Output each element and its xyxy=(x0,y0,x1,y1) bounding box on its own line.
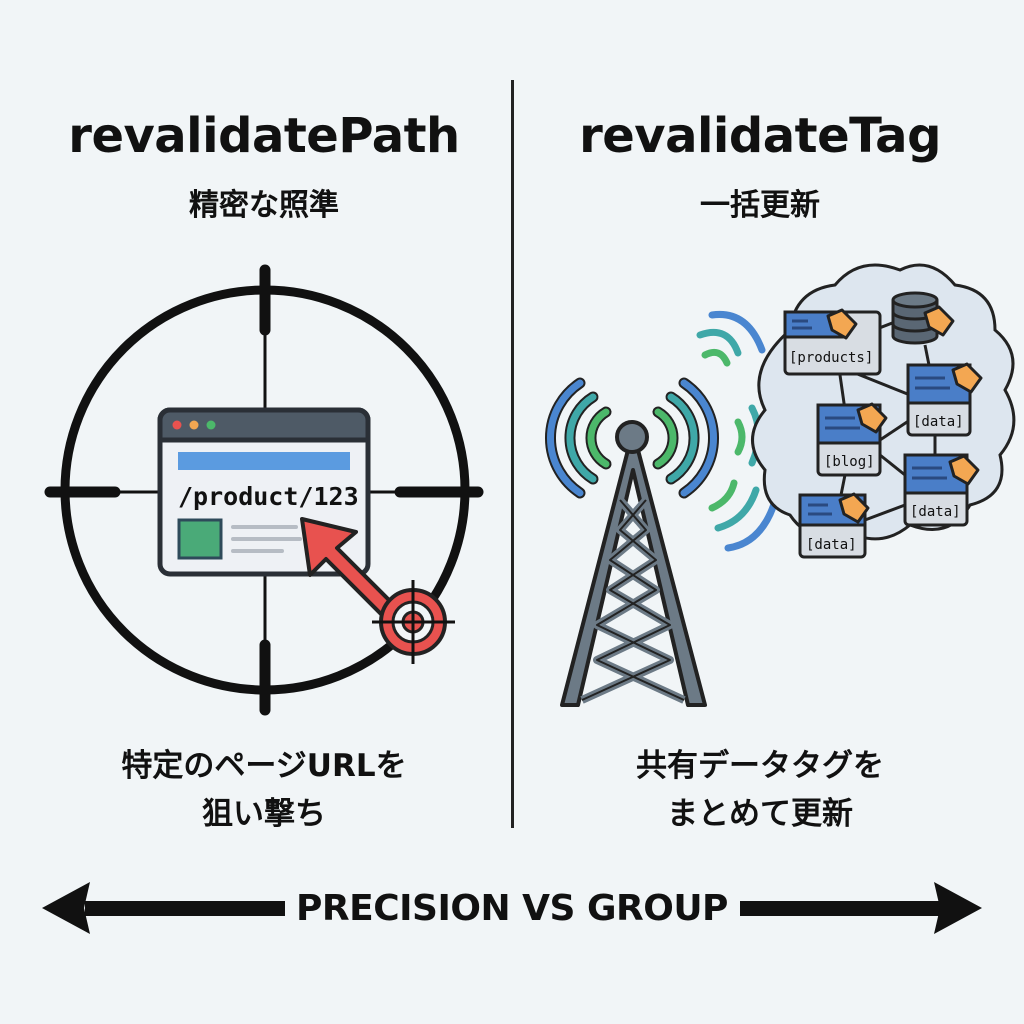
node-label-products: [products] xyxy=(789,350,873,366)
double-arrow-icon xyxy=(42,882,982,934)
right-caption-line1: 共有データタグを xyxy=(636,748,884,784)
left-subtitle: 精密な照準 xyxy=(189,188,339,223)
left-caption-line1: 特定のページURLを xyxy=(121,748,407,784)
node-label-blog: [blog] xyxy=(824,454,875,470)
left-caption: 特定のページURLを 狙い撃ち xyxy=(8,742,520,838)
signal-waves-icon xyxy=(544,310,783,552)
broadcast-tower-icon xyxy=(560,420,707,707)
node-label-data-2: [data] xyxy=(910,504,961,520)
tag-icon xyxy=(826,305,983,524)
comparison-label: PRECISION VS GROUP xyxy=(296,888,728,929)
left-title: revalidatePath xyxy=(68,108,460,164)
right-subtitle: 一括更新 xyxy=(700,188,820,223)
cloud-icon xyxy=(751,263,1016,541)
node-label-data-1: [data] xyxy=(913,414,964,430)
right-caption-line2: まとめて更新 xyxy=(667,796,853,832)
right-caption: 共有データタグを まとめて更新 xyxy=(504,742,1016,838)
left-caption-line2: 狙い撃ち xyxy=(202,796,326,832)
right-title: revalidateTag xyxy=(579,108,941,164)
arrow-icon xyxy=(300,517,399,621)
tag-node-products[interactable] xyxy=(783,310,882,376)
target-icon xyxy=(372,580,455,664)
browser-path-text: /product/123 xyxy=(178,482,359,511)
center-divider xyxy=(511,80,514,828)
node-label-data-3: [data] xyxy=(806,537,857,553)
